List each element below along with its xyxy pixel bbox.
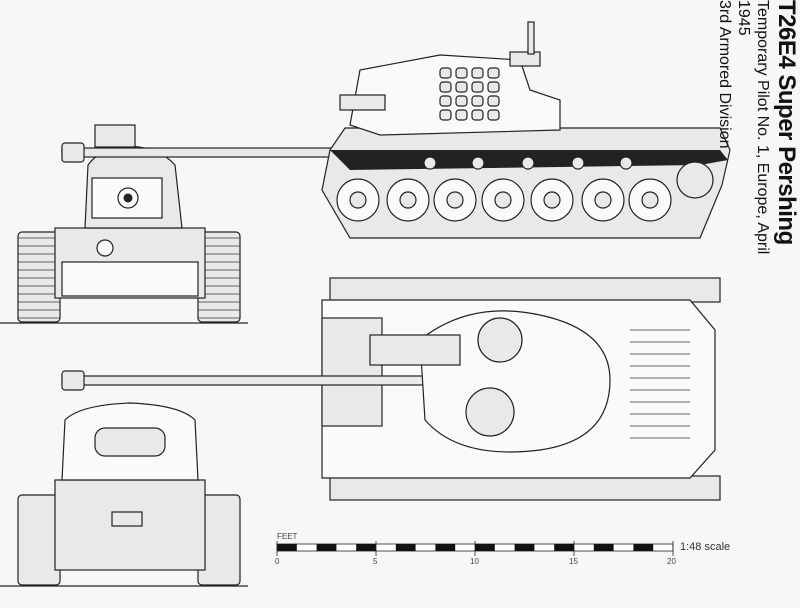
track-link: [487, 109, 500, 121]
track-link: [439, 81, 452, 93]
scale-segment: [356, 544, 376, 551]
counterweight-top: [369, 334, 461, 366]
top-track-lower: [329, 475, 721, 501]
side-hull: [321, 127, 731, 239]
bore: [123, 193, 133, 203]
track-link: [455, 81, 468, 93]
track-link: [471, 81, 484, 93]
wheel-hub: [349, 191, 367, 209]
top-track-upper: [329, 277, 721, 303]
return-roller: [521, 156, 535, 170]
scale-segment: [593, 544, 614, 551]
wheel-hub: [494, 191, 512, 209]
scale-segment: [316, 544, 337, 551]
wheel-hub: [399, 191, 417, 209]
tow-pintle: [111, 511, 143, 527]
top-view: [61, 277, 721, 501]
wheel-hub: [543, 191, 561, 209]
return-roller: [423, 156, 437, 170]
drive-sprocket: [676, 161, 714, 199]
scale-bar: [276, 541, 674, 556]
gun-barrel-top: [61, 375, 461, 386]
scale-tick-20: 20: [667, 557, 676, 566]
scale-segment: [514, 544, 535, 551]
glacis: [61, 261, 199, 297]
wheel-hub: [446, 191, 464, 209]
track-link: [439, 95, 452, 107]
scale-ratio: 1:48 scale: [680, 541, 731, 553]
drawing-subtitle: Temporary Pilot No. 1, Europe, April 194…: [735, 0, 771, 255]
muzzle-brake-side: [61, 142, 85, 163]
loader-hatch: [465, 387, 515, 437]
aa-mg-mount: [527, 21, 535, 55]
rear-left-track: [17, 494, 61, 586]
rear-view: [0, 402, 248, 587]
wheel-hub: [594, 191, 612, 209]
track-link: [439, 67, 452, 79]
scale-segment: [475, 544, 495, 551]
side-view: [61, 21, 731, 239]
track-link: [471, 67, 484, 79]
scale-segment: [395, 544, 416, 551]
front-view: [0, 124, 248, 324]
track-link-applique: [439, 67, 500, 121]
track-link: [439, 109, 452, 121]
scale-unit-label: FEET: [277, 532, 298, 541]
title-block: T26E4 Super Pershing Temporary Pilot No.…: [712, 0, 800, 270]
scale-tick-10: 10: [470, 557, 479, 566]
hull-mg: [96, 239, 114, 257]
track-link: [455, 95, 468, 107]
track-link: [487, 67, 500, 79]
scale-segment: [435, 544, 456, 551]
side-cupola: [509, 51, 541, 67]
scale-segment: [633, 544, 654, 551]
return-roller: [471, 156, 485, 170]
track-link: [487, 81, 500, 93]
side-turret: [349, 54, 561, 136]
front-armor-plate: [321, 317, 383, 427]
drawing-unit: 3rd Armored Division: [716, 0, 733, 149]
commander-cupola: [477, 317, 523, 363]
turret-bustle: [94, 427, 166, 457]
track-link: [471, 95, 484, 107]
counterweight-cylinders: [339, 94, 386, 111]
wheel-hub: [641, 191, 659, 209]
track-link: [455, 67, 468, 79]
return-roller: [619, 156, 633, 170]
gun-barrel-side: [61, 147, 353, 158]
scale-tick-15: 15: [569, 557, 578, 566]
scale-segment: [277, 544, 297, 551]
track-link: [471, 109, 484, 121]
scale-tick-0: 0: [275, 557, 280, 566]
scale-tick-5: 5: [373, 557, 378, 566]
road-wheels: [336, 156, 714, 222]
left-track: [17, 231, 61, 323]
track-link: [487, 95, 500, 107]
return-roller: [571, 156, 585, 170]
engine-deck-grilles: [630, 329, 690, 439]
drawing-title: T26E4 Super Pershing: [773, 0, 800, 245]
muzzle-brake-top: [61, 370, 85, 391]
track-link: [455, 109, 468, 121]
scale-segment: [554, 544, 574, 551]
cupola-mg: [94, 124, 136, 148]
